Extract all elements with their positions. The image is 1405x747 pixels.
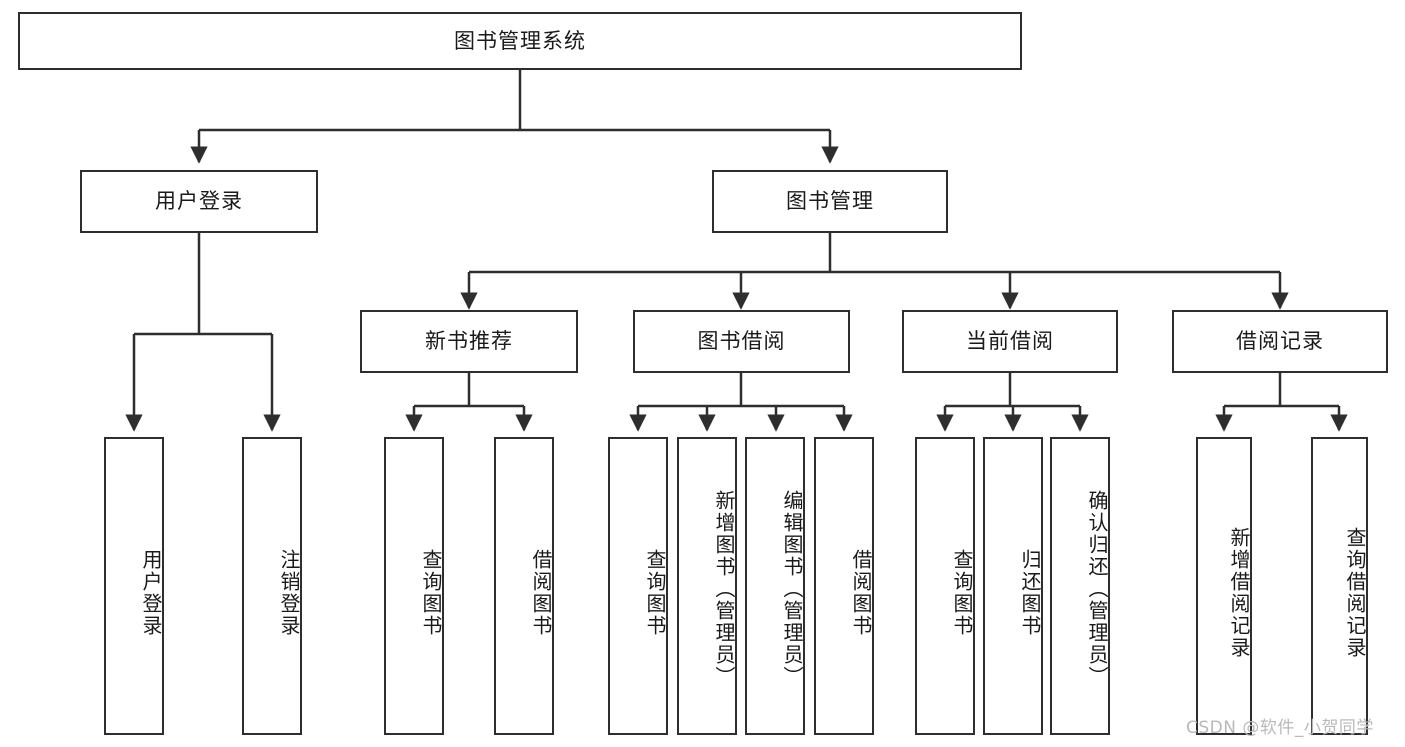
node-leaf-borrow-book-2-label: 借阅图书 (849, 549, 873, 637)
node-leaf-user-login[interactable]: 用户登录 (104, 437, 164, 735)
node-root[interactable]: 图书管理系统 (18, 12, 1022, 70)
node-leaf-edit-book[interactable]: 编辑图书（管理员） (745, 437, 805, 735)
node-leaf-add-book[interactable]: 新增图书（管理员） (677, 437, 737, 735)
node-user-login[interactable]: 用户登录 (80, 170, 318, 233)
node-leaf-query-book-3[interactable]: 查询图书 (915, 437, 975, 735)
node-leaf-user-login-label: 用户登录 (139, 549, 163, 637)
node-book-borrow[interactable]: 图书借阅 (633, 310, 850, 373)
node-user-login-label: 用户登录 (155, 189, 243, 214)
node-leaf-edit-book-label: 编辑图书（管理员） (780, 490, 804, 688)
node-borrow-record-label: 借阅记录 (1236, 329, 1324, 354)
node-book-manage-label: 图书管理 (786, 189, 874, 214)
node-leaf-borrow-book-1[interactable]: 借阅图书 (494, 437, 554, 735)
node-leaf-confirm-return[interactable]: 确认归还（管理员） (1050, 437, 1110, 735)
node-leaf-logout-login-label: 注销登录 (277, 549, 301, 637)
node-leaf-borrow-book-1-label: 借阅图书 (529, 549, 553, 637)
node-leaf-add-record-label: 新增借阅记录 (1227, 527, 1251, 659)
node-book-manage[interactable]: 图书管理 (712, 170, 948, 233)
node-new-book-recommend[interactable]: 新书推荐 (360, 310, 578, 373)
node-leaf-query-record-label: 查询借阅记录 (1343, 527, 1367, 659)
node-leaf-add-record[interactable]: 新增借阅记录 (1196, 437, 1252, 735)
node-leaf-query-book-2[interactable]: 查询图书 (608, 437, 668, 735)
node-leaf-query-book-1[interactable]: 查询图书 (384, 437, 444, 735)
node-root-label: 图书管理系统 (454, 28, 586, 53)
node-leaf-query-book-1-label: 查询图书 (419, 549, 443, 637)
node-leaf-confirm-return-label: 确认归还（管理员） (1085, 490, 1109, 688)
node-leaf-logout-login[interactable]: 注销登录 (242, 437, 302, 735)
node-leaf-return-book-label: 归还图书 (1018, 549, 1042, 637)
node-leaf-borrow-book-2[interactable]: 借阅图书 (814, 437, 874, 735)
node-current-borrow-label: 当前借阅 (966, 329, 1054, 354)
node-book-borrow-label: 图书借阅 (697, 329, 786, 354)
csdn-watermark: CSDN @软件_小贺同学 (1186, 718, 1374, 738)
node-leaf-query-record[interactable]: 查询借阅记录 (1311, 437, 1368, 735)
node-leaf-return-book[interactable]: 归还图书 (983, 437, 1043, 735)
node-leaf-query-book-3-label: 查询图书 (950, 549, 974, 637)
node-borrow-record[interactable]: 借阅记录 (1172, 310, 1388, 373)
node-leaf-add-book-label: 新增图书（管理员） (712, 490, 736, 688)
node-new-book-recommend-label: 新书推荐 (425, 329, 513, 354)
node-leaf-query-book-2-label: 查询图书 (643, 549, 667, 637)
node-current-borrow[interactable]: 当前借阅 (902, 310, 1118, 373)
